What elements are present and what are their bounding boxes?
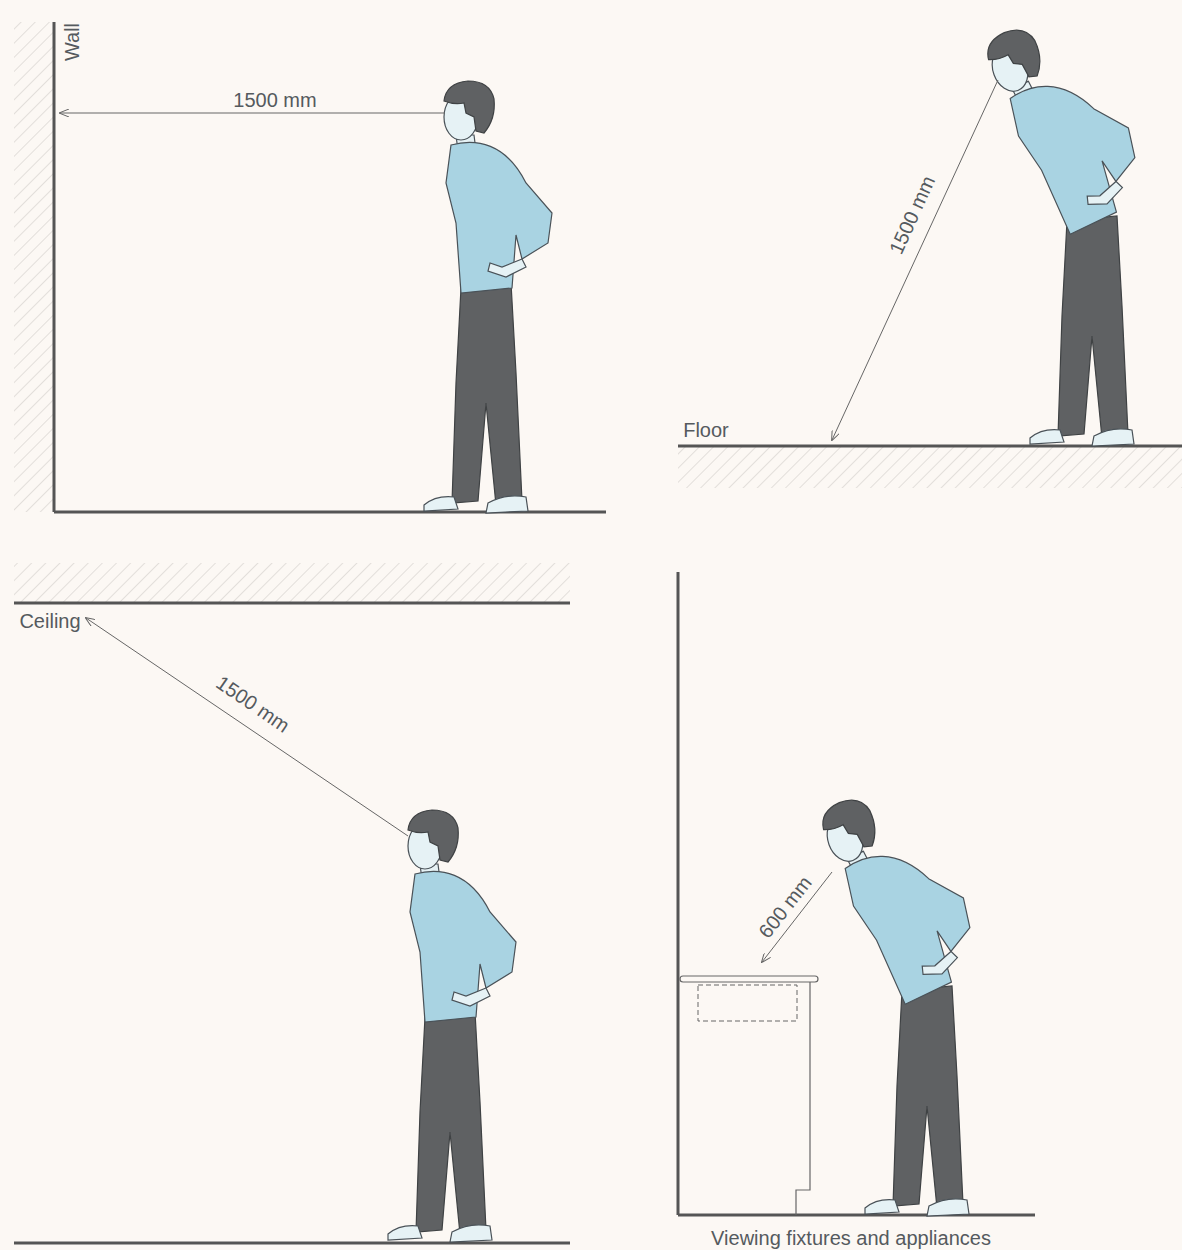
dimension-label: 1500 mm [233, 89, 316, 111]
ceiling-label: Ceiling [19, 610, 80, 632]
dimension-label: 1500 mm [885, 172, 939, 257]
dimension-label: 1500 mm [212, 671, 293, 736]
caption-label: Viewing fixtures and appliances [711, 1227, 991, 1249]
wall-label: Wall [61, 23, 83, 61]
floor-label: Floor [683, 419, 729, 441]
